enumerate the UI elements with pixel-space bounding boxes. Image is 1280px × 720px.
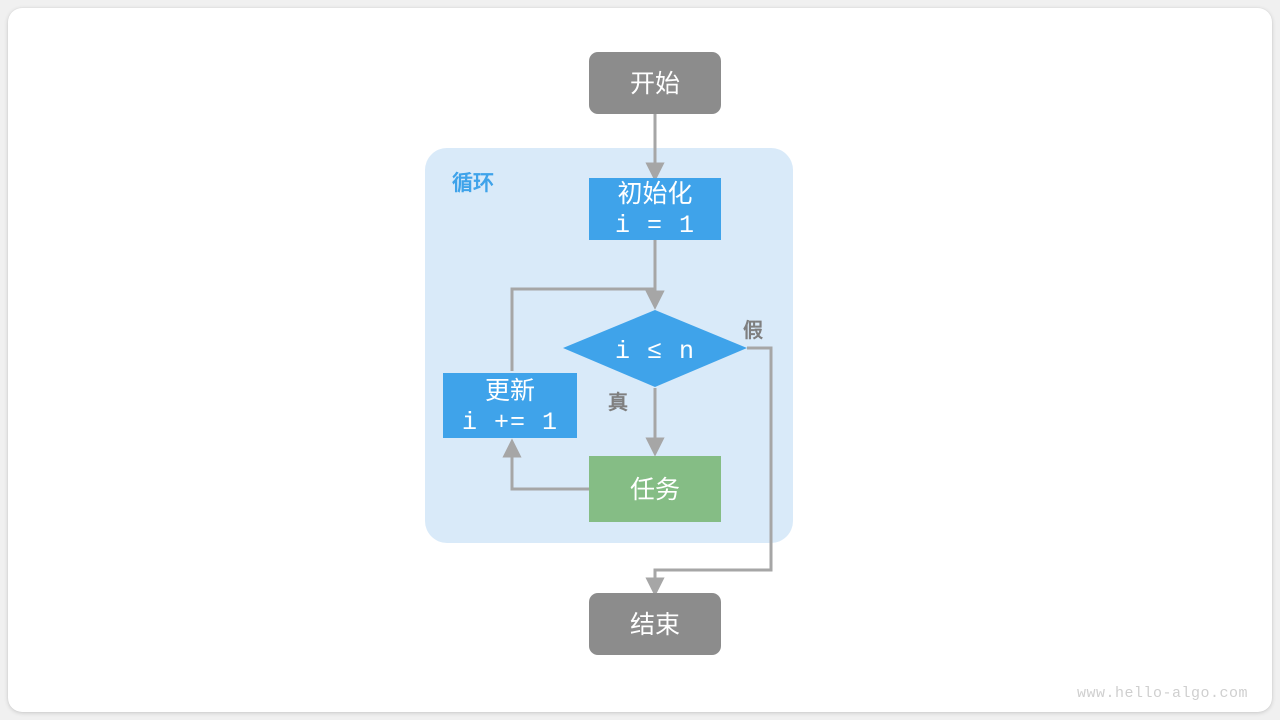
node-start-shape [589, 52, 721, 114]
node-end-label: 结束 [630, 611, 680, 639]
edge-task-to-update [502, 438, 589, 491]
site-watermark: www.hello-algo.com [1076, 685, 1248, 702]
edge-label-false: 假 [743, 318, 764, 342]
node-task-shape [589, 456, 721, 522]
node-condition-shape [563, 310, 747, 387]
edge-update-to-condition [510, 287, 665, 371]
node-task-label: 任务 [630, 476, 680, 504]
node-initialize-shape [589, 178, 721, 240]
node-initialize-title: 初始化 [617, 180, 692, 208]
node-update[interactable]: 更新 i += 1 [443, 373, 577, 438]
node-initialize[interactable]: 初始化 i = 1 [589, 178, 721, 240]
loop-group-label: 循环 [452, 171, 494, 195]
edge-condition-false-to-end [645, 346, 773, 597]
node-condition-expression: i ≤ n [615, 337, 695, 366]
node-end[interactable]: 结束 [589, 593, 721, 655]
edge-label-true: 真 [608, 390, 628, 414]
node-end-shape [589, 593, 721, 655]
node-initialize-expression: i = 1 [615, 211, 695, 240]
node-start[interactable]: 开始 [589, 52, 721, 114]
node-task[interactable]: 任务 [589, 456, 721, 522]
node-update-expression: i += 1 [462, 408, 558, 437]
node-condition[interactable]: i ≤ n [563, 310, 747, 387]
node-update-title: 更新 [485, 377, 535, 405]
node-update-shape [443, 373, 577, 438]
node-start-label: 开始 [630, 70, 680, 98]
